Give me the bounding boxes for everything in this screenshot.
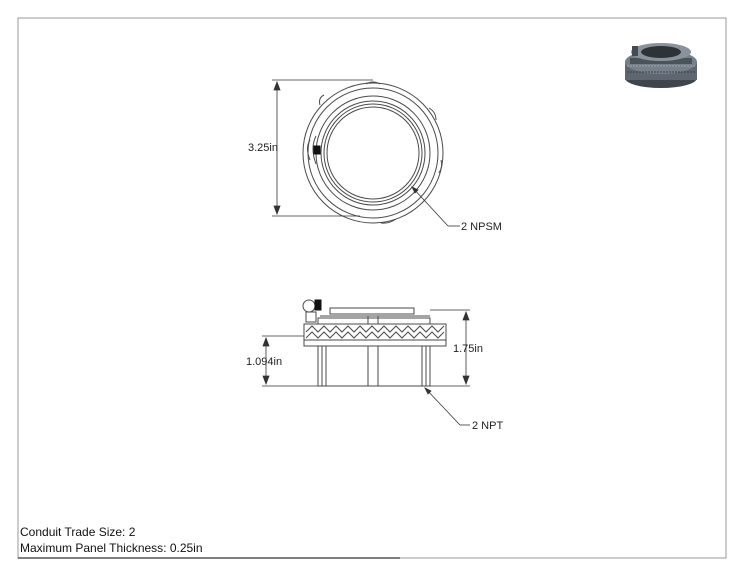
leader-npt <box>424 387 470 426</box>
note-panel-thickness: Maximum Panel Thickness: 0.25in <box>20 541 203 555</box>
note-trade-size: Conduit Trade Size: 2 <box>20 525 136 539</box>
leader-npsm <box>411 186 460 227</box>
drawing-notes: Conduit Trade Size: 2 Maximum Panel Thic… <box>20 524 203 556</box>
side-view <box>302 299 447 387</box>
dimension-height-top <box>272 79 373 217</box>
sheet-border <box>17 17 727 559</box>
label-2-npsm: 2 NPSM <box>461 221 502 233</box>
dimension-overall-height <box>430 309 470 387</box>
label-2-npt: 2 NPT <box>472 420 503 432</box>
dimension-thread-length <box>262 335 318 387</box>
top-view <box>302 81 444 224</box>
product-thumbnail <box>625 43 697 88</box>
dim-label-1-094in: 1.094in <box>246 356 282 368</box>
dim-label-3-25in: 3.25in <box>248 142 278 154</box>
dim-label-1-75in: 1.75in <box>453 343 483 355</box>
